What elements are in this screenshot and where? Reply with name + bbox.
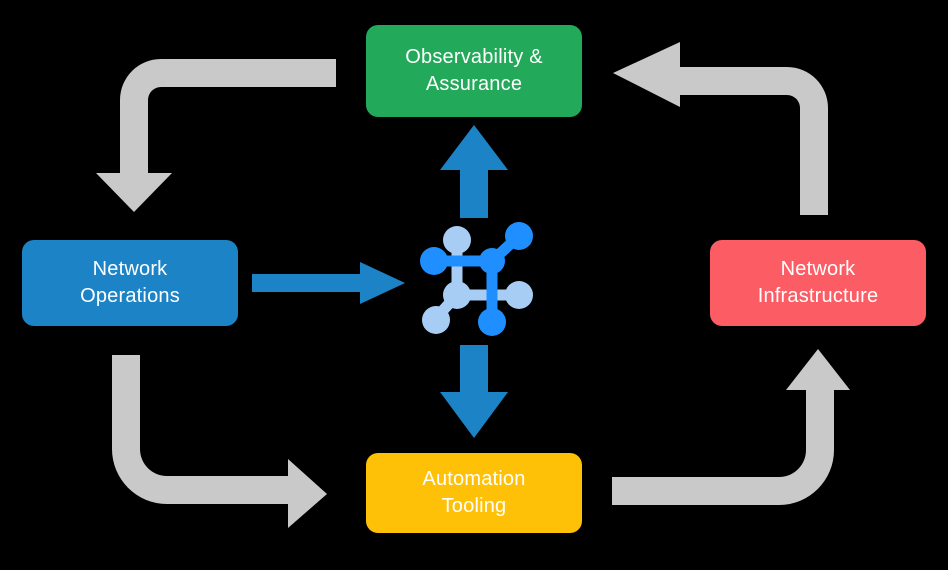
arrow-operations-to-center: [252, 262, 405, 304]
node-automation-tooling[interactable]: Automation Tooling: [366, 453, 582, 533]
arrow-observability-to-operations: [96, 59, 336, 212]
topology-dark-nodes: [420, 222, 533, 336]
arrow-center-to-observability: [440, 125, 508, 218]
arrow-operations-to-automation: [112, 355, 327, 528]
arrow-automation-to-infrastructure: [612, 349, 850, 505]
node-observability-assurance[interactable]: Observability & Assurance: [366, 25, 582, 117]
node-network-operations[interactable]: Network Operations: [22, 240, 238, 326]
arrow-infrastructure-to-observability: [613, 42, 828, 215]
arrow-center-to-automation: [440, 345, 508, 438]
node-network-infrastructure[interactable]: Network Infrastructure: [710, 240, 926, 326]
topology-light-nodes: [422, 226, 533, 334]
